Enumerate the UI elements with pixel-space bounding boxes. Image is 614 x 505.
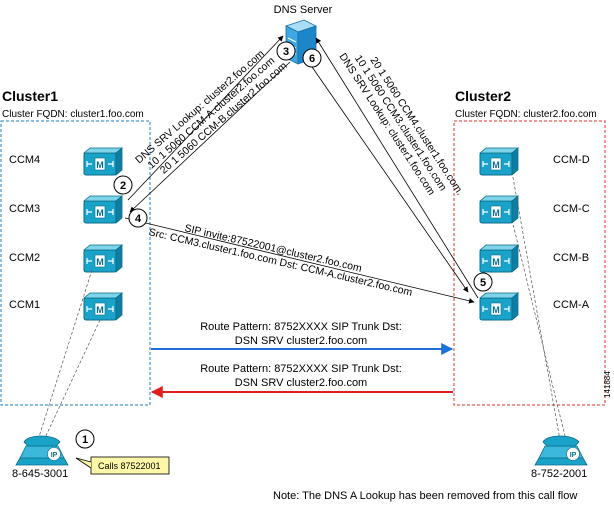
- ccm1-server-icon: [83, 292, 123, 321]
- cluster2-box: [453, 120, 606, 406]
- phone-left-link-2: [43, 319, 101, 441]
- svg-text:4: 4: [135, 213, 142, 225]
- dns-response-arrow-left: [129, 61, 291, 213]
- cluster1-title: Cluster1: [2, 88, 58, 104]
- svg-text:IP: IP: [570, 452, 577, 459]
- phone-left-link-1: [37, 269, 93, 441]
- ccm-b-server-icon: [479, 244, 519, 273]
- sip-invite-arrow: [124, 217, 475, 304]
- figure-id: 141884: [603, 371, 612, 398]
- ccm4-server-icon: [83, 147, 123, 176]
- ccm-c-server-icon: [479, 195, 519, 224]
- ccm-a-label: CCM-A: [553, 299, 590, 311]
- ccm3-server-icon: [83, 195, 123, 224]
- ccm-d-server-icon: [479, 147, 519, 176]
- call-callout-pointer: [75, 457, 92, 469]
- dns-query-arrow-right: [315, 37, 479, 299]
- step-6-marker: 6: [302, 48, 322, 68]
- dns-query-text-left: DNS SRV Lookup: cluster2.foo.com: [133, 48, 267, 167]
- ccm-c-label: CCM-C: [553, 203, 590, 215]
- phone-right-link-1: [511, 171, 561, 441]
- footer-note: Note: The DNS A Lookup has been removed …: [273, 490, 577, 502]
- svg-text:3: 3: [283, 46, 289, 58]
- dns-answer1-text-right: 10 1 5060 CCM3.cluster1.foo.com: [352, 53, 449, 193]
- step-3-marker: 3: [276, 41, 296, 61]
- step-1-marker: 1: [75, 429, 95, 449]
- route-blue-line1: Route Pattern: 8752XXXX SIP Trunk Dst:: [200, 321, 402, 333]
- dns-query-arrow-left: [127, 35, 284, 201]
- ccm1-label: CCM1: [9, 299, 40, 311]
- left-phone-number: 8-645-3001: [12, 468, 68, 480]
- step-2-marker: 2: [113, 175, 133, 195]
- route-red-line2: DSN SRV cluster2.foo.com: [235, 377, 367, 389]
- svg-text:6: 6: [309, 53, 315, 65]
- svg-text:2: 2: [120, 180, 126, 192]
- ccm2-label: CCM2: [9, 252, 40, 264]
- ccm3-label: CCM3: [9, 203, 40, 215]
- ccm-b-label: CCM-B: [553, 252, 589, 264]
- svg-text:5: 5: [480, 277, 486, 289]
- ccm-d-label: CCM-D: [553, 154, 590, 166]
- step-5-marker: 5: [473, 272, 493, 292]
- cluster1-box: [0, 120, 151, 406]
- sip-src-dst-text: Src: CCM3.cluster1.foo.com Dst: CCM-A.cl…: [147, 226, 413, 299]
- phone-right-link-2: [511, 219, 567, 441]
- ccm2-server-icon: [83, 244, 123, 273]
- cluster1-fqdn: Cluster FQDN: cluster1.foo.com: [2, 109, 144, 120]
- svg-text:IP: IP: [51, 452, 58, 459]
- cluster2-fqdn: Cluster FQDN: cluster2.foo.com: [455, 109, 597, 120]
- route-red-line1: Route Pattern: 8752XXXX SIP Trunk Dst:: [200, 363, 402, 375]
- ccm4-label: CCM4: [9, 154, 40, 166]
- ccm-a-server-icon: [479, 292, 519, 321]
- dns-server-label: DNS Server: [274, 4, 333, 16]
- route-blue-line2: DSN SRV cluster2.foo.com: [235, 335, 367, 347]
- step-4-marker: 4: [128, 208, 148, 228]
- right-phone-number: 8-752-2001: [531, 468, 587, 480]
- svg-text:1: 1: [82, 434, 88, 446]
- dns-answer1-text-left: 10 1 5060 CCM-A.cluster2.foo.com: [145, 55, 277, 172]
- call-callout-text: Calls 87522001: [98, 461, 161, 471]
- cluster2-title: Cluster2: [455, 88, 511, 104]
- dns-response-arrow-right: [309, 63, 469, 293]
- left-ip-phone-icon: IP: [15, 435, 69, 466]
- right-ip-phone-icon: IP: [534, 435, 588, 466]
